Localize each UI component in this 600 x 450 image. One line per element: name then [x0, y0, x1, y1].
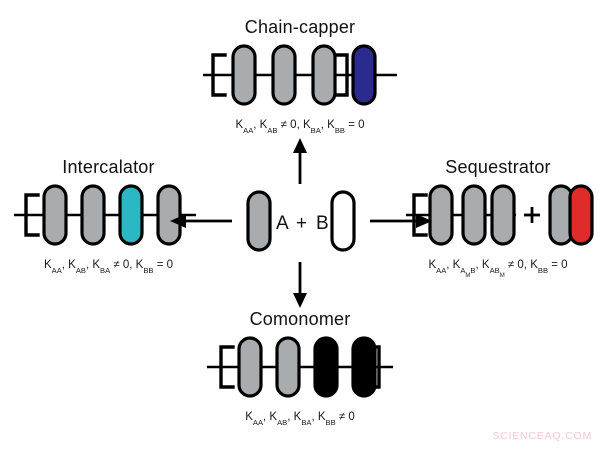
intercalator-title: Intercalator: [62, 157, 155, 177]
arrow-left-to-intercalator: [170, 214, 232, 228]
group-intercalator: Intercalator KAA, KAB, KBA ≠ 0, KBB = 0: [6, 157, 211, 276]
monomer-a-label: A: [276, 213, 289, 234]
chain-capper-title: Chain-capper: [244, 17, 356, 37]
group-sequestrator: Sequestrator KAA, KAMB, KABM ≠ 0, KBB =: [398, 157, 598, 280]
group-chain-capper: Chain-capper KAA, KAB ≠ 0, KBA, KBB = 0: [185, 17, 415, 136]
comonomer-structure: [185, 334, 415, 408]
center-reactants-svg: [246, 190, 356, 252]
sequestrator-structure: [398, 182, 598, 256]
watermark: SCIENCEAQ.COM: [492, 430, 592, 442]
monomer-b-label: B: [316, 213, 329, 234]
comonomer-title: Comonomer: [249, 309, 351, 329]
monomer-a-capsule: [246, 190, 272, 252]
comonomer-svg: [207, 336, 393, 398]
intercalator-svg: [14, 184, 196, 246]
sequestrator-svg: [406, 184, 594, 246]
intercalator-formula: KAA, KAB, KBA ≠ 0, KBB = 0: [43, 259, 174, 276]
monomer-b-capsule: [330, 190, 356, 252]
arrow-right-to-sequestrator: [370, 214, 432, 228]
plus-label: +: [296, 213, 308, 234]
comonomer-formula: KAA, KAB, KBA, KBB ≠ 0: [245, 411, 355, 428]
arrow-up-to-chain-capper: [293, 138, 307, 184]
chain-capper-structure: [185, 42, 415, 116]
chain-capper-svg: [203, 44, 397, 106]
intercalator-structure: [6, 182, 211, 256]
chain-capper-formula: KAA, KAB ≠ 0, KBA, KBB = 0: [235, 119, 365, 136]
sequestrator-title: Sequestrator: [445, 157, 551, 177]
center-reactants: A + B: [232, 186, 372, 256]
group-comonomer: Comonomer KAA, KAB, KBA, KBB ≠ 0: [185, 309, 415, 428]
sequestrator-formula: KAA, KAMB, KABM ≠ 0, KBB = 0: [428, 259, 568, 280]
arrow-down-to-comonomer: [293, 262, 307, 308]
